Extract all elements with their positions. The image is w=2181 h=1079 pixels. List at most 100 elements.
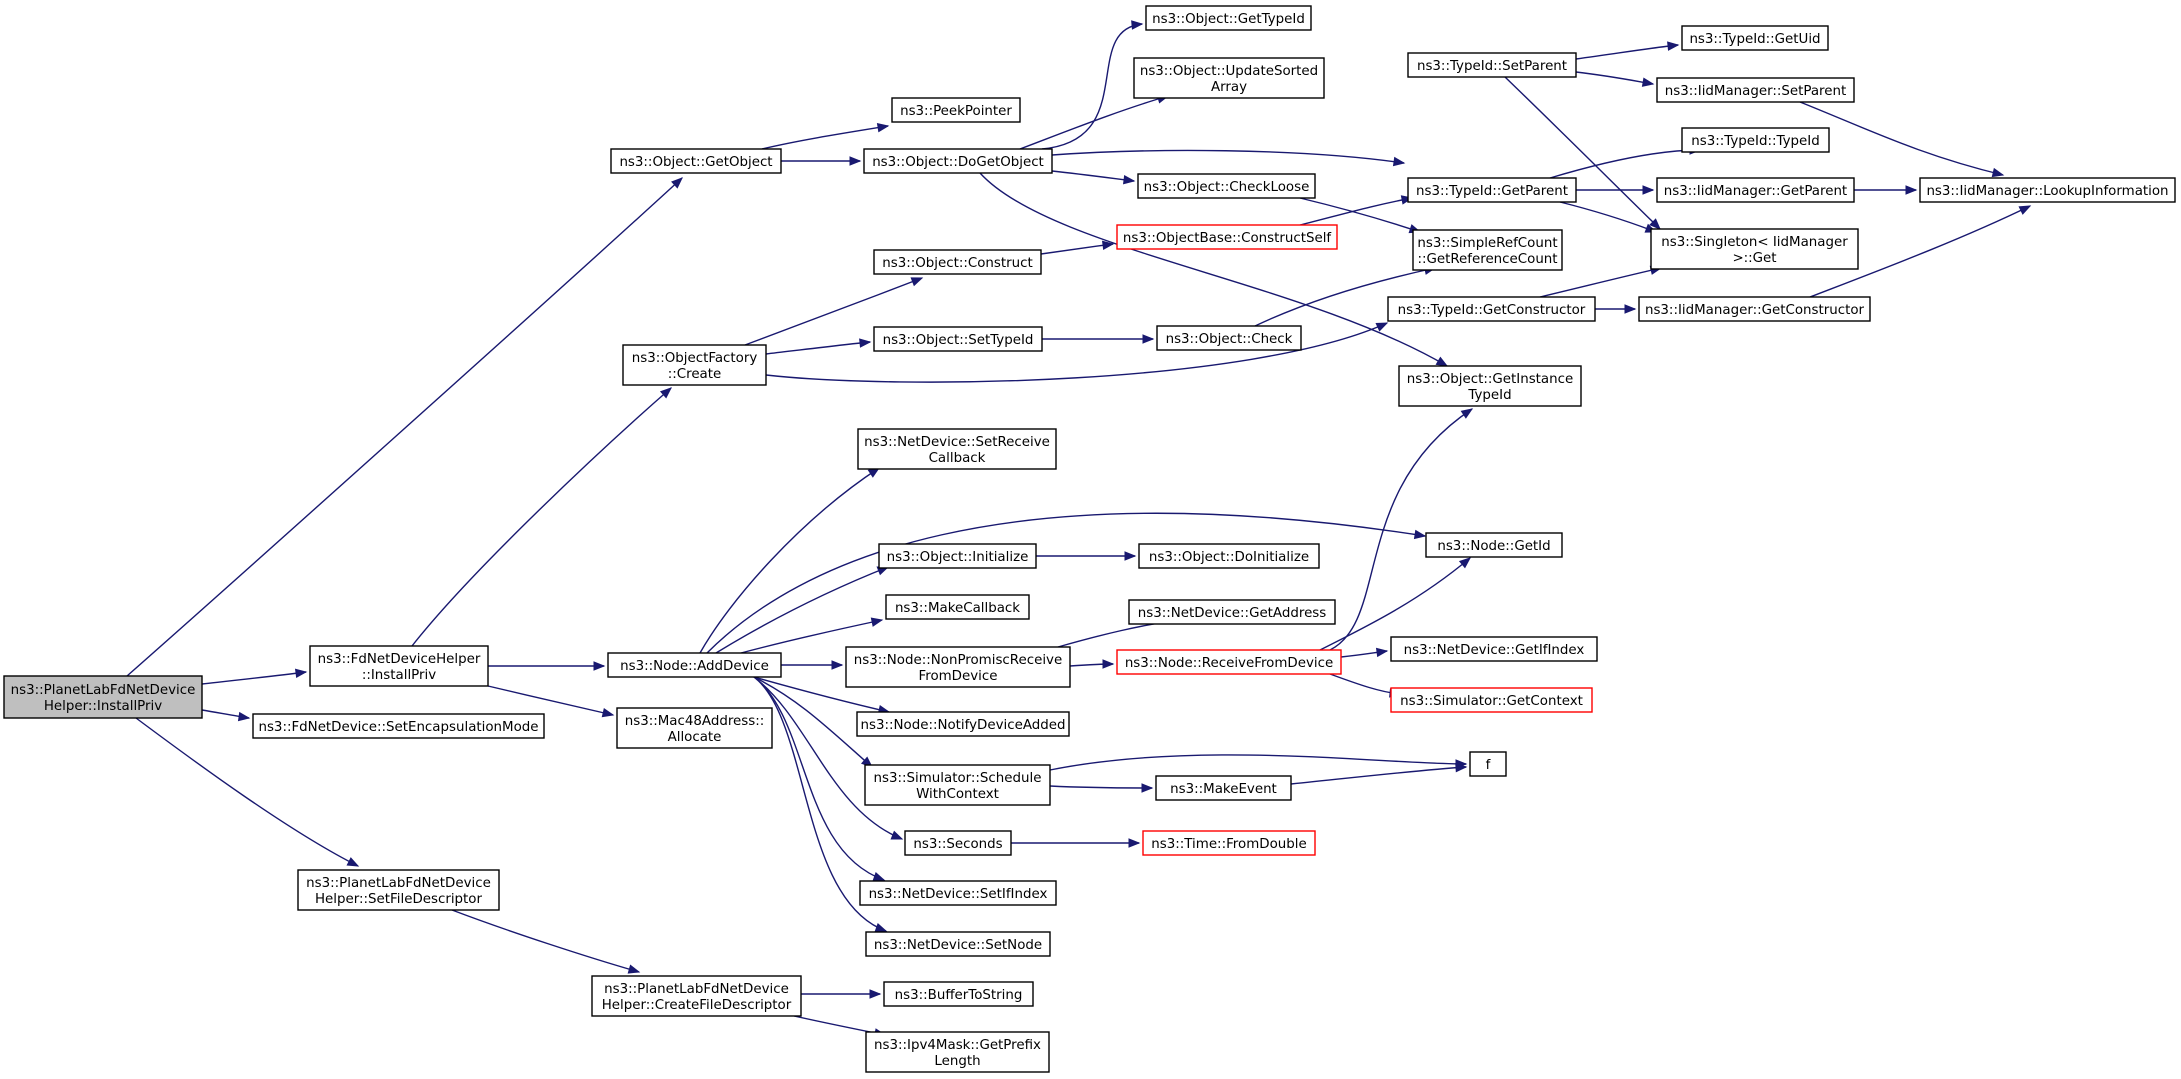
node-box[interactable] xyxy=(1656,77,1855,103)
node-buffertostring[interactable]: ns3::BufferToString xyxy=(883,981,1034,1007)
node-obj-check[interactable]: ns3::Object::Check xyxy=(1156,325,1302,351)
node-box[interactable] xyxy=(873,326,1043,352)
node-singleton-get[interactable]: ns3::Singleton< IidManager >::Get xyxy=(1650,228,1859,270)
node-setfiledesc[interactable]: ns3::PlanetLabFdNetDeviceHelper::SetFile… xyxy=(297,869,500,911)
node-box[interactable] xyxy=(1116,224,1338,250)
node-box[interactable] xyxy=(1469,751,1507,777)
node-box[interactable] xyxy=(1137,173,1316,199)
node-box[interactable] xyxy=(1398,365,1582,407)
node-notifydeviceadded[interactable]: ns3::Node::NotifyDeviceAdded xyxy=(856,711,1070,737)
node-f[interactable]: f xyxy=(1469,751,1507,777)
node-box[interactable] xyxy=(1390,687,1593,713)
node-box[interactable] xyxy=(864,764,1051,806)
node-constructself[interactable]: ns3::ObjectBase::ConstructSelf xyxy=(1116,224,1338,250)
node-box[interactable] xyxy=(1133,57,1325,99)
node-simulator-getcontext[interactable]: ns3::Simulator::GetContext xyxy=(1390,687,1593,713)
node-box[interactable] xyxy=(1387,296,1596,322)
node-typeid-getparent[interactable]: ns3::TypeId::GetParent xyxy=(1407,177,1577,203)
node-box[interactable] xyxy=(904,830,1012,856)
node-box[interactable] xyxy=(1145,5,1312,31)
node-box[interactable] xyxy=(1919,177,2176,203)
node-root[interactable]: ns3::PlanetLabFdNetDeviceHelper::Install… xyxy=(3,675,203,719)
node-box[interactable] xyxy=(878,543,1037,569)
node-iid-getconstructor[interactable]: ns3::IidManager::GetConstructor xyxy=(1638,296,1871,322)
node-box[interactable] xyxy=(607,652,782,678)
node-box[interactable] xyxy=(885,594,1030,620)
node-box[interactable] xyxy=(622,344,767,386)
node-doinitialize[interactable]: ns3::Object::DoInitialize xyxy=(1138,543,1320,569)
node-box[interactable] xyxy=(297,869,500,911)
node-obj-settypeid[interactable]: ns3::Object::SetTypeId xyxy=(873,326,1043,352)
node-box[interactable] xyxy=(1407,52,1577,78)
node-dogetobject[interactable]: ns3::Object::DoGetObject xyxy=(863,148,1053,174)
node-seconds[interactable]: ns3::Seconds xyxy=(904,830,1012,856)
node-box[interactable] xyxy=(610,148,782,174)
node-box[interactable] xyxy=(3,675,203,719)
node-mac48-allocate[interactable]: ns3::Mac48Address::Allocate xyxy=(616,707,773,749)
node-box[interactable] xyxy=(845,646,1071,688)
node-setencap[interactable]: ns3::FdNetDevice::SetEncapsulationMode xyxy=(252,713,545,739)
node-node-getid[interactable]: ns3::Node::GetId xyxy=(1425,532,1563,558)
node-box[interactable] xyxy=(1412,229,1563,271)
node-box[interactable] xyxy=(873,249,1042,275)
node-fromdouble[interactable]: ns3::Time::FromDouble xyxy=(1142,830,1316,856)
node-setnode[interactable]: ns3::NetDevice::SetNode xyxy=(865,931,1051,957)
node-box[interactable] xyxy=(1116,649,1342,675)
node-obj-construct[interactable]: ns3::Object::Construct xyxy=(873,249,1042,275)
node-getifindex[interactable]: ns3::NetDevice::GetIfIndex xyxy=(1390,636,1598,662)
node-createfiledesc[interactable]: ns3::PlanetLabFdNetDeviceHelper::CreateF… xyxy=(591,975,802,1017)
node-obj-initialize[interactable]: ns3::Object::Initialize xyxy=(878,543,1037,569)
node-box[interactable] xyxy=(616,707,773,749)
node-iid-setparent[interactable]: ns3::IidManager::SetParent xyxy=(1656,77,1855,103)
node-box[interactable] xyxy=(1681,25,1829,51)
node-box[interactable] xyxy=(883,981,1034,1007)
node-box[interactable] xyxy=(891,97,1021,123)
node-peekpointer[interactable]: ns3::PeekPointer xyxy=(891,97,1021,123)
node-box[interactable] xyxy=(309,645,489,687)
node-box[interactable] xyxy=(1656,177,1855,203)
node-box[interactable] xyxy=(1155,775,1292,801)
node-box[interactable] xyxy=(1142,830,1316,856)
node-box[interactable] xyxy=(1156,325,1302,351)
node-box[interactable] xyxy=(863,148,1053,174)
node-box[interactable] xyxy=(1407,177,1577,203)
node-typeid-getuid[interactable]: ns3::TypeId::GetUid xyxy=(1681,25,1829,51)
node-box[interactable] xyxy=(1681,127,1830,153)
node-makeevent[interactable]: ns3::MakeEvent xyxy=(1155,775,1292,801)
node-box[interactable] xyxy=(1138,543,1320,569)
node-checkloose[interactable]: ns3::Object::CheckLoose xyxy=(1137,173,1316,199)
node-getobject[interactable]: ns3::Object::GetObject xyxy=(610,148,782,174)
node-iid-lookupinformation[interactable]: ns3::IidManager::LookupInformation xyxy=(1919,177,2176,203)
node-fdhelper-installpriv[interactable]: ns3::FdNetDeviceHelper::InstallPriv xyxy=(309,645,489,687)
node-getaddress[interactable]: ns3::NetDevice::GetAddress xyxy=(1128,599,1336,625)
node-makecallback[interactable]: ns3::MakeCallback xyxy=(885,594,1030,620)
node-box[interactable] xyxy=(857,428,1057,470)
node-box[interactable] xyxy=(591,975,802,1017)
node-getreferencecount[interactable]: ns3::SimpleRefCount::GetReferenceCount xyxy=(1412,229,1563,271)
node-box[interactable] xyxy=(856,711,1070,737)
node-box[interactable] xyxy=(1650,228,1859,270)
node-box[interactable] xyxy=(252,713,545,739)
node-iid-getparent[interactable]: ns3::IidManager::GetParent xyxy=(1656,177,1855,203)
node-node-adddevice[interactable]: ns3::Node::AddDevice xyxy=(607,652,782,678)
node-box[interactable] xyxy=(1128,599,1336,625)
node-box[interactable] xyxy=(859,880,1057,906)
node-typeid-setparent[interactable]: ns3::TypeId::SetParent xyxy=(1407,52,1577,78)
node-box[interactable] xyxy=(865,1031,1050,1073)
node-box[interactable] xyxy=(1425,532,1563,558)
node-typeid-typeid[interactable]: ns3::TypeId::TypeId xyxy=(1681,127,1830,153)
node-typeid-getconstructor[interactable]: ns3::TypeId::GetConstructor xyxy=(1387,296,1596,322)
node-setifindex[interactable]: ns3::NetDevice::SetIfIndex xyxy=(859,880,1057,906)
node-objfactory-create[interactable]: ns3::ObjectFactory::Create xyxy=(622,344,767,386)
node-box[interactable] xyxy=(1390,636,1598,662)
node-box[interactable] xyxy=(865,931,1051,957)
node-box[interactable] xyxy=(1638,296,1871,322)
node-receivefromdevice[interactable]: ns3::Node::ReceiveFromDevice xyxy=(1116,649,1342,675)
node-obj-gettypeid[interactable]: ns3::Object::GetTypeId xyxy=(1145,5,1312,31)
